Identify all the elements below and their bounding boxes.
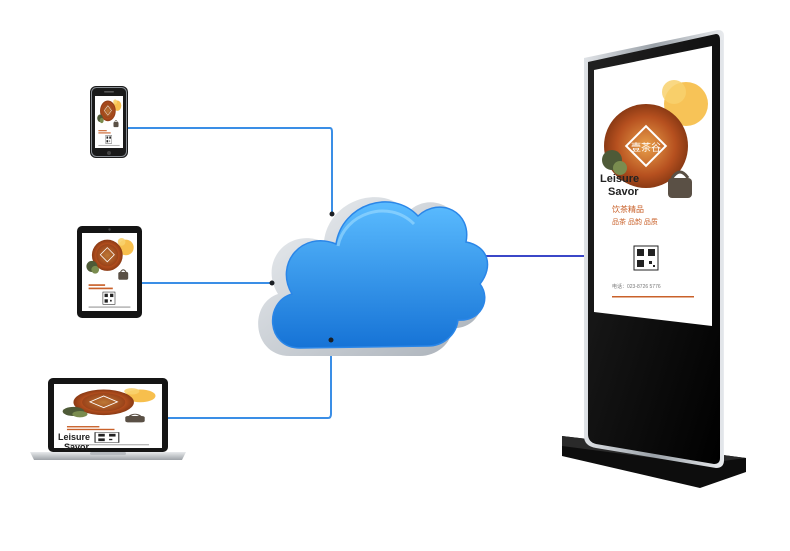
kiosk-logo-text: 壹茶谷 — [631, 141, 661, 154]
kiosk-footer: 电话：023-8726 5776 — [612, 283, 661, 290]
laptop-headline-2: Savor — [64, 442, 90, 452]
qr-code-icon — [633, 245, 659, 271]
cloud-port-left — [269, 280, 275, 286]
digital-signage-kiosk-icon: 壹茶谷 Leisure Savor 饮茶精品 品茶 品韵 品质 电话：023-8… — [562, 30, 746, 488]
cloud-icon — [258, 197, 489, 356]
kiosk-headline-2: Savor — [608, 186, 639, 198]
laptop-connector — [167, 339, 332, 419]
tablet-icon — [77, 226, 142, 318]
kiosk-poster: 壹茶谷 Leisure Savor 饮茶精品 品茶 品韵 品质 电话：023-8… — [600, 80, 708, 298]
laptop-icon: Leisure Savor — [30, 378, 186, 460]
smartphone-icon — [90, 86, 128, 158]
kiosk-subtitle: 饮茶精品 — [612, 204, 644, 214]
cloud-port-bottom — [328, 337, 334, 343]
laptop-headline-1: Leisure — [58, 432, 90, 442]
cloud-port-top — [329, 211, 335, 217]
kiosk-headline-1: Leisure — [600, 173, 639, 185]
kiosk-features: 品茶 品韵 品质 — [612, 217, 658, 226]
phone-connector — [125, 127, 333, 213]
